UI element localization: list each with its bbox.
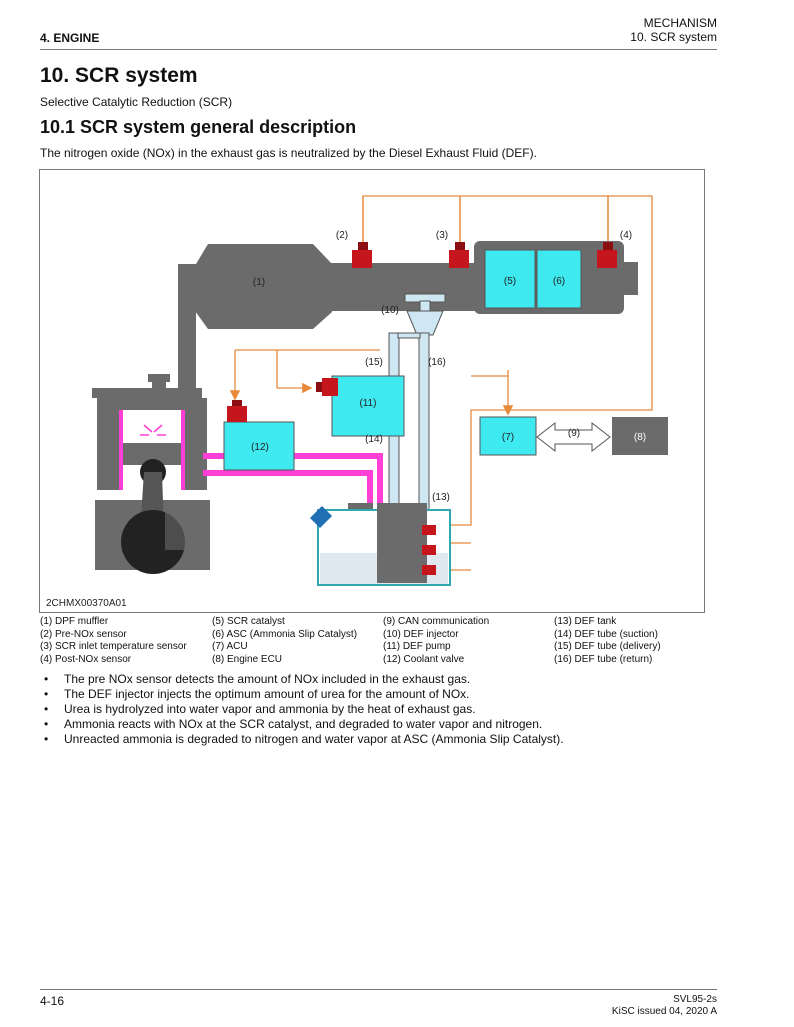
bullet-text: Urea is hydrolyzed into water vapor and … bbox=[64, 702, 476, 716]
callout-5: (5) bbox=[504, 276, 516, 287]
pre-nox-sensor bbox=[352, 242, 372, 268]
page-title: 10. SCR system bbox=[40, 64, 198, 87]
callout-13: (13) bbox=[432, 492, 450, 503]
footer-info: SVL95-2s KiSC issued 04, 2020 A bbox=[612, 994, 717, 1018]
bullet-symbol: • bbox=[44, 702, 49, 716]
legend-column: (1) DPF muffler (2) Pre-NOx sensor (3) S… bbox=[40, 616, 187, 666]
footer-divider bbox=[40, 989, 717, 990]
engine-ecu bbox=[612, 417, 668, 455]
can-communication-arrow bbox=[536, 421, 611, 453]
page-subtitle: Selective Catalytic Reduction (SCR) bbox=[40, 95, 233, 109]
header-divider bbox=[40, 49, 717, 50]
asc-catalyst bbox=[536, 249, 582, 309]
callout-14: (14) bbox=[365, 434, 383, 445]
legend-item: (6) ASC (Ammonia Slip Catalyst) bbox=[212, 628, 358, 640]
legend-column: (13) DEF tank (14) DEF tube (suction) (1… bbox=[554, 616, 661, 666]
legend-item: (10) DEF injector bbox=[383, 628, 459, 640]
bullet-symbol: • bbox=[44, 672, 49, 686]
def-tank bbox=[310, 503, 451, 586]
callout-3: (3) bbox=[436, 230, 448, 241]
bullet-list: • The pre NOx sensor detects the amount o… bbox=[44, 672, 564, 747]
footer-model: SVL95-2s bbox=[673, 994, 717, 1005]
coolant-valve bbox=[223, 400, 295, 471]
legend-item: (8) Engine ECU bbox=[212, 653, 283, 665]
acu-unit bbox=[479, 416, 537, 456]
callout-10: (10) bbox=[381, 305, 399, 316]
callout-8: (8) bbox=[634, 432, 646, 443]
dpf-muffler bbox=[190, 244, 332, 329]
legend-item: (5) SCR catalyst bbox=[212, 616, 285, 627]
header-section-label: MECHANISM bbox=[643, 16, 717, 30]
bullet-symbol: • bbox=[44, 732, 49, 746]
bullet-text: The pre NOx sensor detects the amount of… bbox=[64, 672, 471, 686]
callout-12: (12) bbox=[251, 442, 269, 453]
legend-item: (9) CAN communication bbox=[383, 616, 490, 627]
bullet-text: Ammonia reacts with NOx at the SCR catal… bbox=[64, 717, 543, 731]
bullet-item: • The DEF injector injects the optimum am… bbox=[44, 687, 564, 702]
legend-column: (9) CAN communication (10) DEF injector … bbox=[383, 616, 489, 666]
header-section: MECHANISM 10. SCR system bbox=[630, 16, 717, 44]
legend-item: (3) SCR inlet temperature sensor bbox=[40, 641, 187, 652]
bullet-symbol: • bbox=[44, 717, 49, 731]
legend-item: (4) Post-NOx sensor bbox=[40, 653, 132, 665]
callout-2: (2) bbox=[336, 230, 348, 241]
callout-15: (15) bbox=[365, 357, 383, 368]
bullet-symbol: • bbox=[44, 687, 49, 701]
section-description: The nitrogen oxide (NOx) in the exhaust … bbox=[40, 146, 537, 160]
legend-item: (11) DEF pump bbox=[383, 641, 451, 652]
scr-inlet-temperature-sensor bbox=[449, 242, 469, 268]
legend-column: (5) SCR catalyst (6) ASC (Ammonia Slip C… bbox=[212, 616, 357, 666]
bullet-text: The DEF injector injects the optimum amo… bbox=[64, 687, 470, 701]
legend-item: (1) DPF muffler bbox=[40, 616, 109, 627]
engine-block bbox=[92, 374, 210, 574]
scr-system-diagram: (1) (2) (3) (4) (5) (6) (7) (8) (9) (10)… bbox=[39, 169, 705, 613]
figure-code: 2CHMX00370A01 bbox=[46, 598, 127, 609]
legend-item: (12) Coolant valve bbox=[383, 653, 465, 665]
def-injector bbox=[404, 293, 446, 336]
callout-1: (1) bbox=[253, 277, 265, 288]
def-pump bbox=[316, 375, 405, 437]
bullet-item: • The pre NOx sensor detects the amount o… bbox=[44, 672, 564, 687]
callout-4: (4) bbox=[620, 230, 632, 241]
callout-6: (6) bbox=[553, 276, 565, 287]
callout-16: (16) bbox=[428, 357, 446, 368]
legend-item: (14) DEF tube (suction) bbox=[554, 628, 658, 640]
section-title: 10.1 SCR system general description bbox=[40, 117, 357, 137]
legend-item: (16) DEF tube (return) bbox=[554, 653, 653, 665]
callout-9: (9) bbox=[568, 428, 580, 439]
bullet-item: • Unreacted ammonia is degraded to nitrog… bbox=[44, 732, 564, 747]
legend-item: (15) DEF tube (delivery) bbox=[554, 641, 661, 652]
scr-catalyst bbox=[484, 249, 536, 309]
footer-issue: KiSC issued 04, 2020 A bbox=[611, 1006, 717, 1017]
legend-item: (2) Pre-NOx sensor bbox=[40, 628, 127, 640]
chapter-label: 4. ENGINE bbox=[40, 31, 100, 45]
header-subsection-label: 10. SCR system bbox=[630, 30, 717, 44]
legend-item: (7) ACU bbox=[212, 641, 248, 652]
bullet-item: • Urea is hydrolyzed into water vapor and… bbox=[44, 702, 564, 717]
bullet-item: • Ammonia reacts with NOx at the SCR cata… bbox=[44, 717, 564, 732]
callout-11: (11) bbox=[359, 398, 376, 409]
callout-7: (7) bbox=[502, 432, 514, 443]
legend-item: (13) DEF tank bbox=[554, 616, 617, 627]
bullet-text: Unreacted ammonia is degraded to nitroge… bbox=[64, 732, 564, 746]
page-number: 4-16 bbox=[40, 994, 65, 1008]
post-nox-sensor bbox=[597, 242, 617, 268]
